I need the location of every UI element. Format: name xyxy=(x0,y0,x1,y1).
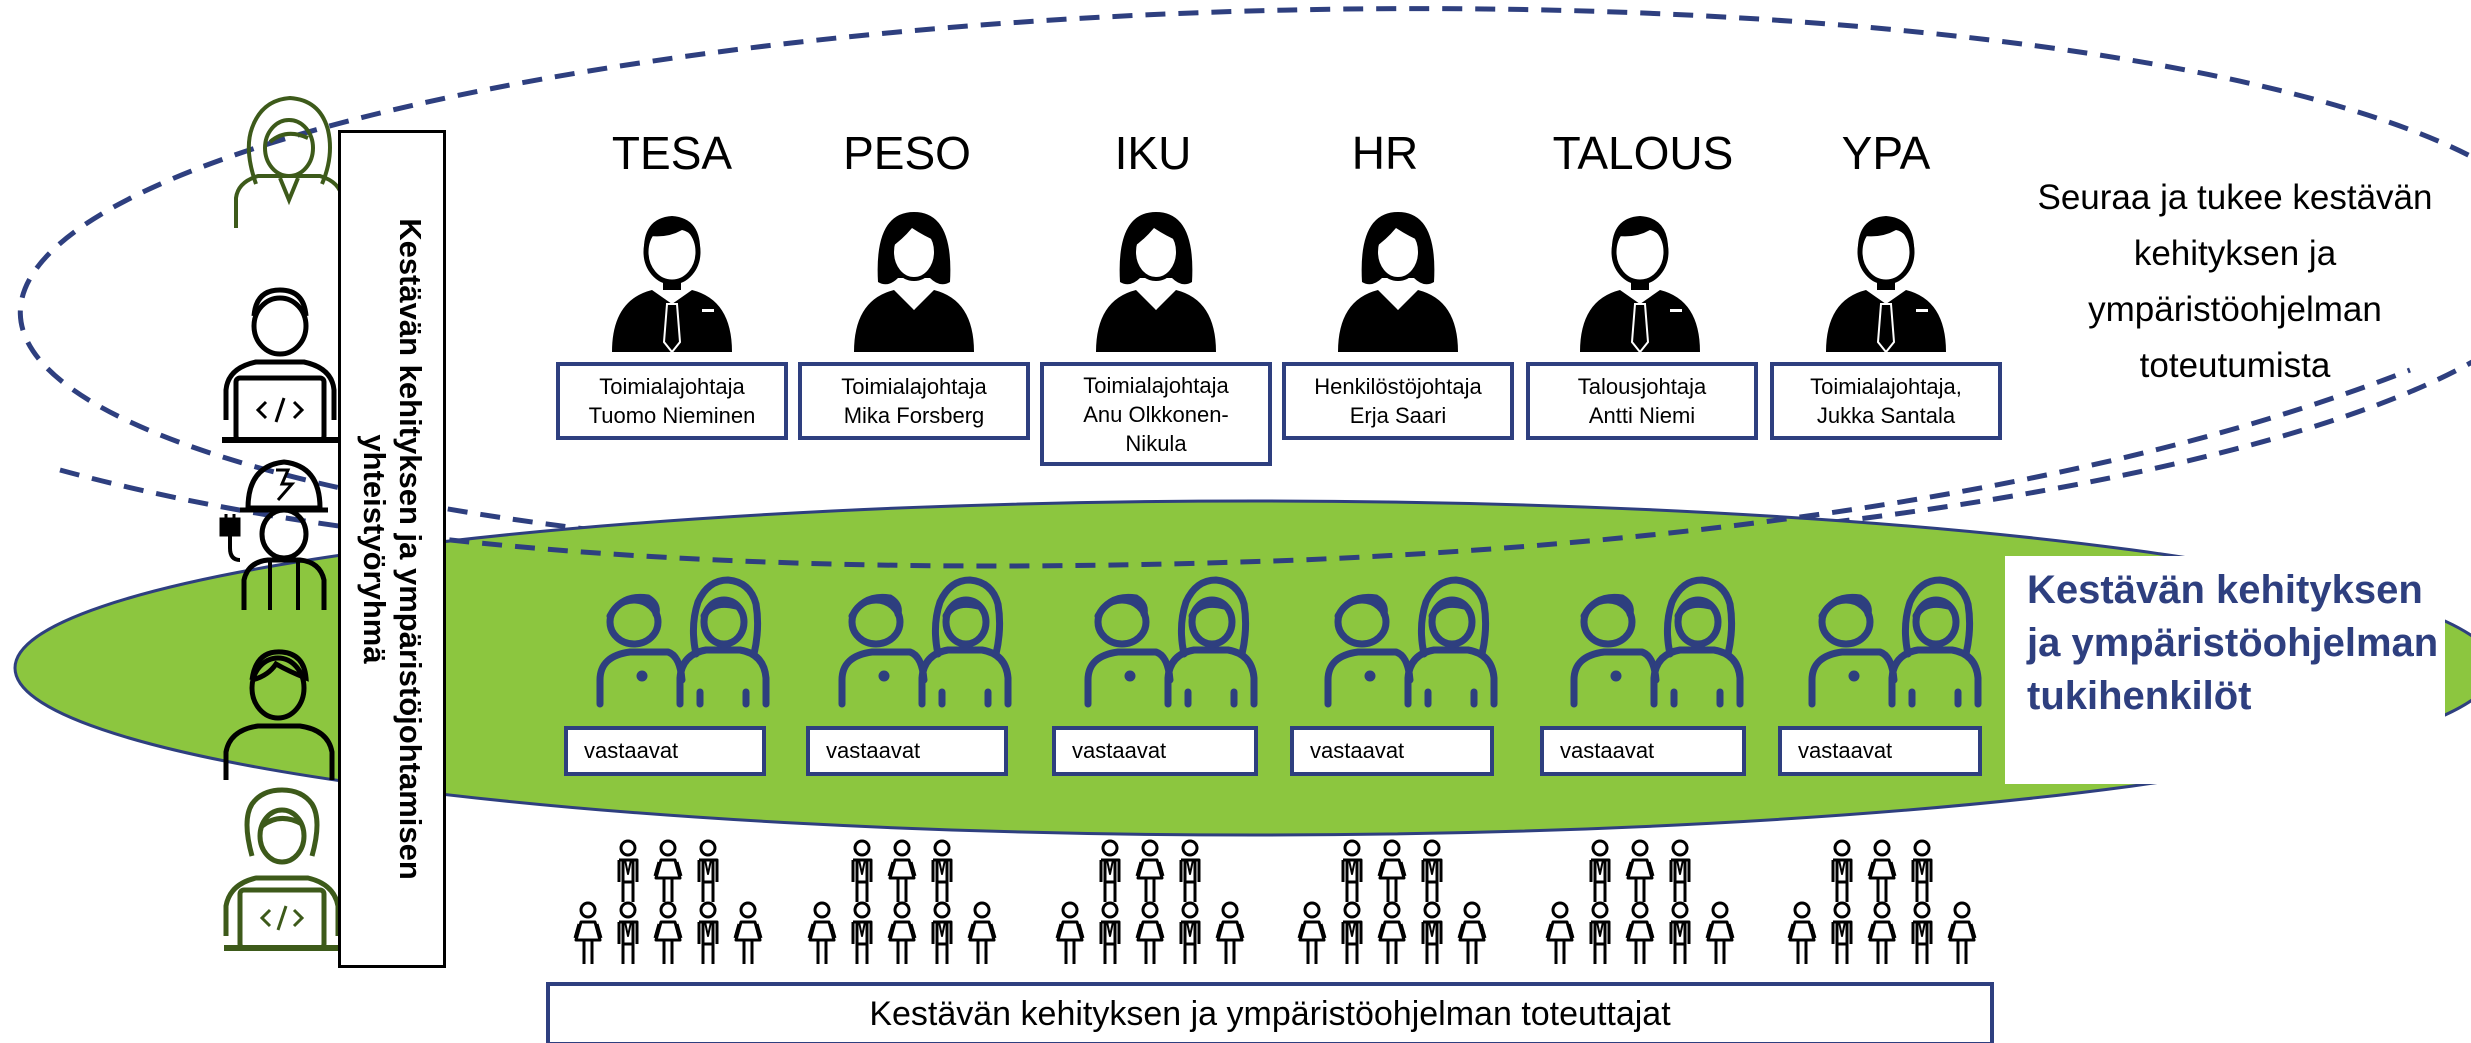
unit-code-ypa: YPA xyxy=(1841,127,1931,179)
crowd-icon-tesa xyxy=(575,841,761,964)
responsible-box-tesa: vastaavat xyxy=(564,726,766,776)
responsible-box-talous: vastaavat xyxy=(1540,726,1746,776)
leader-role: Talousjohtaja xyxy=(1577,374,1707,399)
crowd-icon-hr xyxy=(1299,841,1485,964)
follow-up-ellipse xyxy=(17,6,2471,564)
crowd-icon-talous xyxy=(1547,841,1733,964)
leader-role: Toimialajohtaja, xyxy=(1810,374,1962,399)
leader-icon-talous xyxy=(1580,216,1700,352)
cooperation-group-box: Kestävän kehityksen ja ympäristöjohtamis… xyxy=(338,130,446,968)
electrician-icon xyxy=(219,459,328,610)
woman-icon xyxy=(234,95,344,228)
developer-laptop-icon xyxy=(222,287,338,443)
leader-box-peso: Toimialajohtaja Mika Forsberg xyxy=(798,362,1030,440)
leader-name: Mika Forsberg xyxy=(843,403,985,428)
leader-box-talous: Talousjohtaja Antti Niemi xyxy=(1526,362,1758,440)
follow-up-ellipse-overlay xyxy=(59,367,2411,569)
unit-code-talous: TALOUS xyxy=(1552,127,1734,179)
leader-role: Toimialajohtaja xyxy=(599,374,745,399)
leader-box-ypa: Toimialajohtaja, Jukka Santala xyxy=(1770,362,2002,440)
leader-name: Tuomo Nieminen xyxy=(588,403,756,428)
woman-developer-icon xyxy=(223,787,341,951)
leader-box-hr: Henkilöstöjohtaja Erja Saari xyxy=(1282,362,1514,440)
leader-name: Jukka Santala xyxy=(1816,403,1956,428)
leader-icon-iku xyxy=(1094,210,1218,354)
unit-code-tesa: TESA xyxy=(611,127,733,179)
unit-code-peso: PESO xyxy=(843,127,971,179)
cooperation-group-label: Kestävän kehityksen ja ympäristöjohtamis… xyxy=(357,218,428,880)
crowd-icon-ypa xyxy=(1789,841,1975,964)
leader-role: Toimialajohtaja xyxy=(841,374,987,399)
unit-code-iku: IKU xyxy=(1114,127,1192,179)
leader-name: Erja Saari xyxy=(1349,403,1447,428)
leader-name: Antti Niemi xyxy=(1588,403,1696,428)
crowd-icons xyxy=(575,841,1975,964)
leader-box-iku: Toimialajohtaja Anu Olkkonen-Nikula xyxy=(1040,362,1272,466)
crowd-icon-peso xyxy=(809,841,995,964)
leader-role: Henkilöstöjohtaja xyxy=(1314,374,1482,399)
support-persons-label: Kestävän kehityksen ja ympäristöohjelman… xyxy=(2005,556,2445,784)
responsible-box-peso: vastaavat xyxy=(806,726,1008,776)
implementers-box: Kestävän kehityksen ja ympäristöohjelman… xyxy=(546,982,1994,1043)
responsible-box-ypa: vastaavat xyxy=(1778,726,1982,776)
leader-icon-peso xyxy=(852,210,976,354)
leader-icon-ypa xyxy=(1826,216,1946,352)
leader-name: Anu Olkkonen-Nikula xyxy=(1083,401,1229,456)
man-icon xyxy=(223,649,335,780)
crowd-icon-iku xyxy=(1057,841,1243,964)
responsible-box-hr: vastaavat xyxy=(1290,726,1494,776)
unit-code-hr: HR xyxy=(1351,127,1419,179)
leader-box-tesa: Toimialajohtaja Tuomo Nieminen xyxy=(556,362,788,440)
leader-icon-tesa xyxy=(612,216,732,352)
leader-role: Toimialajohtaja xyxy=(1083,372,1229,398)
follow-up-text: Seuraa ja tukee kestävän kehityksen ja y… xyxy=(2037,178,2433,385)
responsible-box-iku: vastaavat xyxy=(1052,726,1258,776)
leader-icons xyxy=(612,210,1946,354)
leader-icon-hr xyxy=(1336,210,1460,354)
